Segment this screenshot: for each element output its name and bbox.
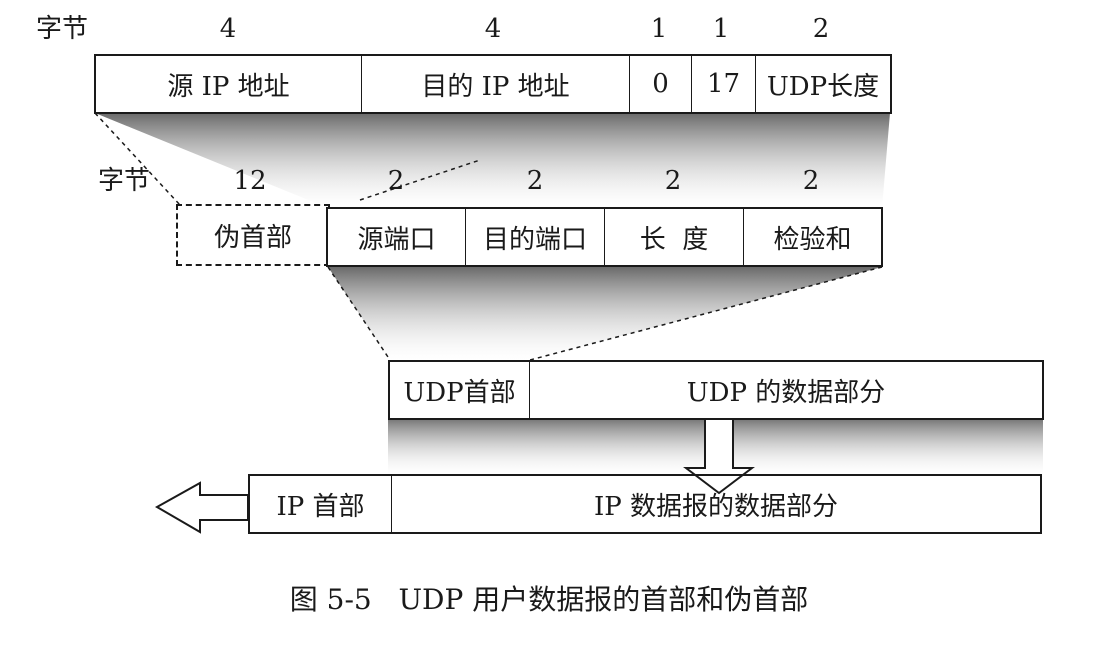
byte-unit-label-2: 字节 bbox=[98, 166, 151, 196]
figure-caption: 图 5-5 UDP 用户数据报的首部和伪首部 bbox=[289, 583, 809, 616]
field-dest-port: 目的端口 bbox=[466, 209, 605, 265]
ip-datagram: IP 首部 IP 数据报的数据部分 bbox=[248, 474, 1042, 534]
byte-count: 1 bbox=[712, 14, 730, 44]
byte-count: 4 bbox=[219, 14, 237, 44]
field-length: 长 度 bbox=[605, 209, 744, 265]
dashed-guide-2 bbox=[359, 159, 481, 201]
field-source-ip: 源 IP 地址 bbox=[96, 56, 362, 112]
udp-datagram: UDP首部 UDP 的数据部分 bbox=[388, 360, 1044, 420]
field-zero: 0 bbox=[630, 56, 692, 112]
byte-count: 2 bbox=[802, 166, 820, 196]
dashed-guide-3 bbox=[327, 266, 391, 361]
ip-data-cell: IP 数据报的数据部分 bbox=[593, 491, 839, 522]
expand-shade-1 bbox=[95, 113, 890, 208]
pseudo-header-label: 伪首部 bbox=[213, 222, 292, 253]
byte-count: 2 bbox=[812, 14, 830, 44]
field-checksum: 检验和 bbox=[773, 224, 852, 255]
byte-count: 4 bbox=[484, 14, 502, 44]
expand-shade-2 bbox=[328, 267, 882, 360]
field-udp-length: UDP长度 bbox=[766, 71, 880, 102]
udp-header-cell: UDP首部 bbox=[390, 362, 530, 418]
udp-header-fields: 源端口 目的端口 长 度 检验和 bbox=[326, 207, 883, 267]
dashed-guide-1 bbox=[94, 112, 181, 206]
byte-count: 2 bbox=[387, 166, 405, 196]
left-arrow-icon bbox=[154, 481, 249, 534]
byte-count: 12 bbox=[233, 166, 267, 196]
udp-data-cell: UDP 的数据部分 bbox=[686, 377, 886, 408]
field-source-port: 源端口 bbox=[328, 209, 466, 265]
field-protocol: 17 bbox=[692, 56, 756, 112]
byte-count: 2 bbox=[664, 166, 682, 196]
ip-header-cell: IP 首部 bbox=[250, 476, 392, 532]
pseudo-header-box: 伪首部 bbox=[176, 204, 330, 266]
pseudo-header-fields: 源 IP 地址 目的 IP 地址 0 17 UDP长度 bbox=[94, 54, 892, 114]
field-dest-ip: 目的 IP 地址 bbox=[362, 56, 630, 112]
byte-unit-label-1: 字节 bbox=[36, 14, 89, 44]
byte-count: 1 bbox=[650, 14, 668, 44]
byte-count: 2 bbox=[526, 166, 544, 196]
